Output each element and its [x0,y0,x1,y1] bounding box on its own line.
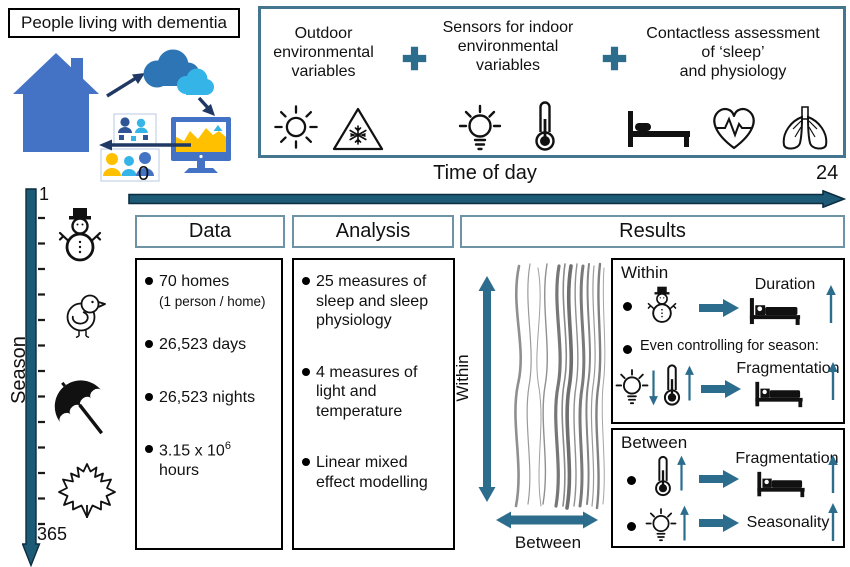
time-axis-arrow [128,190,846,208]
season-axis-end: 365 [37,524,68,544]
sleep-bed-icon [749,297,801,326]
between-results-box: Between Fragmentation Seasonality [611,428,845,548]
sun-icon [273,104,319,150]
analysis-bullet: 25 measures of sleep and sleep physiolog… [302,272,447,331]
seasonality-label: Seasonality [746,514,830,531]
people-card-icon [100,148,160,182]
within-results-box: Within Duration Even controlling for sea… [611,258,845,424]
bed-icon [627,109,691,149]
people-card-icon [113,113,157,145]
decrease-arrow-icon [648,368,659,406]
increase-arrow-icon [676,454,687,494]
sleep-bed-icon [755,471,807,498]
plus-icon [601,45,628,72]
title-box: People living with dementia [8,8,240,38]
within-axis-arrow [478,276,496,502]
cloud-icon [143,49,214,95]
within-axis-label: Within [453,354,472,402]
data-panel-body: 70 homes (1 person / home) 26,523 days 2… [135,258,283,550]
title-text: People living with dementia [20,13,227,32]
between-axis-arrow [496,511,598,529]
data-panel-header: Data [135,215,285,248]
snowman-icon [58,207,102,263]
chick-icon [60,292,106,338]
analysis-bullet: 4 measures of light and temperature [302,363,447,422]
download-arrow-icon [197,96,215,116]
lightbulb-icon [645,505,677,545]
indoor-sensors-label: Sensors for indoor environmental variabl… [442,19,574,74]
lightbulb-icon [615,366,649,408]
upload-arrow-icon [106,73,145,98]
thermometer-icon [533,99,557,153]
data-bullet: 3.15 x 106 hours [145,440,275,480]
between-axis-label: Between [514,533,582,552]
outdoor-variables-label: Outdoor environmental variables [273,25,374,80]
between-box-title: Between [621,433,688,452]
effect-arrow-icon [699,514,739,532]
duration-label: Duration [754,276,816,293]
season-control-note: Even controlling for season: [640,338,819,354]
home-monitoring-illustration [13,49,231,182]
season-axis-ticks [38,216,45,526]
thermometer-icon [653,454,673,498]
lightbulb-icon [458,101,502,155]
freeze-warning-icon [331,105,385,153]
analysis-panel-body: 25 measures of sleep and sleep physiolog… [292,258,455,550]
data-bullet: 70 homes (1 person / home) [145,272,275,311]
time-axis-end: 24 [816,162,839,184]
house-icon [13,53,99,152]
feedback-arrow-icon [99,139,191,151]
effect-arrow-icon [699,470,739,488]
within-box-title: Within [621,263,669,282]
time-axis-start: 0 [138,163,150,185]
effect-arrow-icon [701,380,741,398]
increase-arrow-icon [825,284,837,326]
lungs-icon [777,103,833,153]
heart-rate-icon [708,104,760,152]
effect-arrow-icon [699,299,739,317]
analysis-panel-header: Analysis [292,215,454,248]
data-bullet: 26,523 days [145,335,275,355]
analysis-bullet: Linear mixed effect modelling [302,453,447,492]
time-axis-title: Time of day [433,162,537,184]
increase-arrow-icon [684,364,695,404]
thermometer-icon [662,362,682,408]
spaghetti-lines [514,262,606,510]
contactless-assessment-label: Contactless assessment of ‘sleep’ and ph… [646,25,820,80]
snowman-icon [647,286,677,324]
season-axis-arrow [22,188,45,567]
measurement-pipeline-box: Outdoor environmental variables Sensors … [258,6,846,158]
increase-arrow-icon [827,360,839,404]
increase-arrow-icon [679,503,690,545]
fragmentation-label: Fragmentation [736,360,840,377]
results-panel-header: Results [460,215,845,248]
maple-leaf-icon [57,461,117,521]
season-axis-start: 1 [39,184,50,204]
increase-arrow-icon [827,500,839,546]
fragmentation-label: Fragmentation [735,450,839,467]
data-bullet: 26,523 nights [145,388,275,408]
sleep-bed-icon [753,381,805,408]
increase-arrow-icon [827,452,839,498]
beach-umbrella-icon [52,378,112,438]
